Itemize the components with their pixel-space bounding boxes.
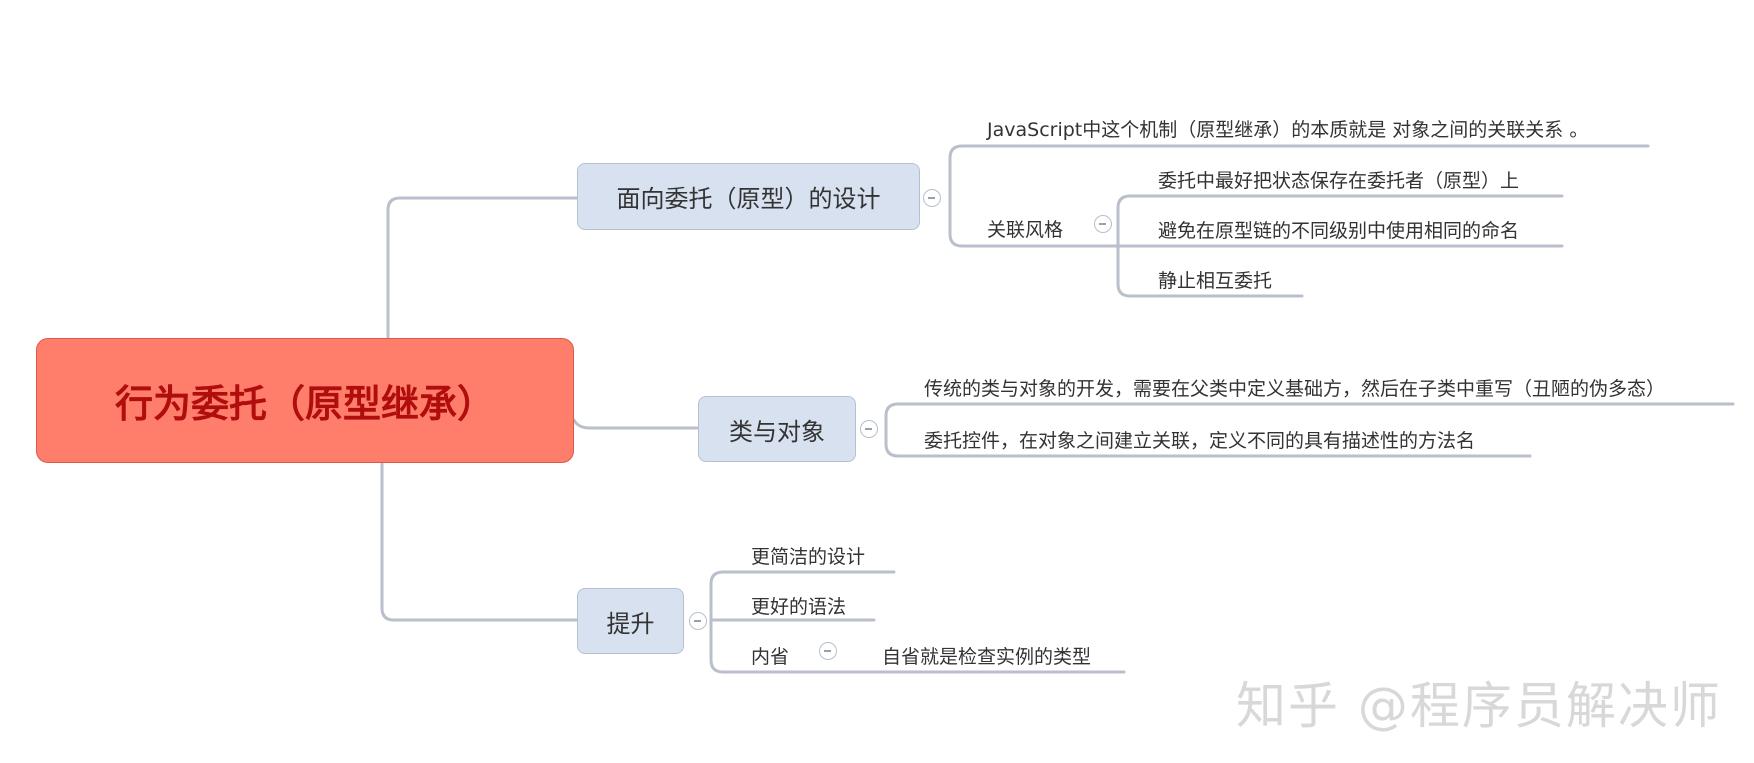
leaf-delegation-controls[interactable]: 委托控件，在对象之间建立关联，定义不同的具有描述性的方法名	[924, 430, 1476, 452]
leaf-avoid-same-names[interactable]: 避免在原型链的不同级别中使用相同的命名	[1158, 220, 1520, 242]
collapse-toggle-branch-2[interactable]	[860, 420, 878, 438]
connector-branch-3-child-3	[709, 618, 820, 674]
branch-node-delegation-design[interactable]: 面向委托（原型）的设计	[577, 163, 920, 230]
watermark: 知乎 @程序员解决师	[1236, 677, 1722, 735]
collapse-toggle-introspection[interactable]	[819, 642, 837, 660]
root-node[interactable]: 行为委托（原型继承）	[36, 338, 574, 463]
connector-root-branch-3	[380, 461, 579, 622]
leaf-association-style[interactable]: 关联风格	[987, 219, 1064, 241]
leaf-simpler-design[interactable]: 更简洁的设计	[751, 546, 866, 568]
leaf-prototype-essence[interactable]: JavaScript中这个机制（原型继承）的本质就是 对象之间的关联关系 。	[987, 119, 1589, 141]
leaf-state-on-delegator[interactable]: 委托中最好把状态保存在委托者（原型）上	[1158, 170, 1520, 192]
collapse-toggle-association-style[interactable]	[1094, 215, 1112, 233]
leaf-no-mutual-delegation[interactable]: 静止相互委托	[1158, 270, 1273, 292]
collapse-toggle-branch-3[interactable]	[689, 612, 707, 630]
leaf-introspection[interactable]: 内省	[751, 646, 790, 668]
connector-root-branch-1	[386, 196, 579, 340]
branch-node-improvement[interactable]: 提升	[577, 588, 684, 654]
branch-node-class-vs-object[interactable]: 类与对象	[698, 396, 856, 462]
collapse-toggle-branch-1[interactable]	[923, 189, 941, 207]
connector-branch-1-child-2	[948, 196, 1120, 248]
leaf-traditional-class-dev[interactable]: 传统的类与对象的开发，需要在父类中定义基础方，然后在子类中重写（丑陋的伪多态）	[924, 378, 1666, 400]
connector-branch-2-child-1	[884, 402, 1735, 430]
connector-branch-3-child-1	[709, 570, 896, 622]
connector-branch-2-child-2	[884, 426, 1532, 458]
leaf-introspection-definition[interactable]: 自省就是检查实例的类型	[882, 646, 1092, 668]
connector-branch-1-child-1	[948, 144, 1650, 200]
connector-style-child-1	[1116, 194, 1564, 248]
connector-root-branch-2	[572, 418, 700, 430]
leaf-better-syntax[interactable]: 更好的语法	[751, 596, 847, 618]
connector-style-child-3	[1116, 244, 1304, 298]
